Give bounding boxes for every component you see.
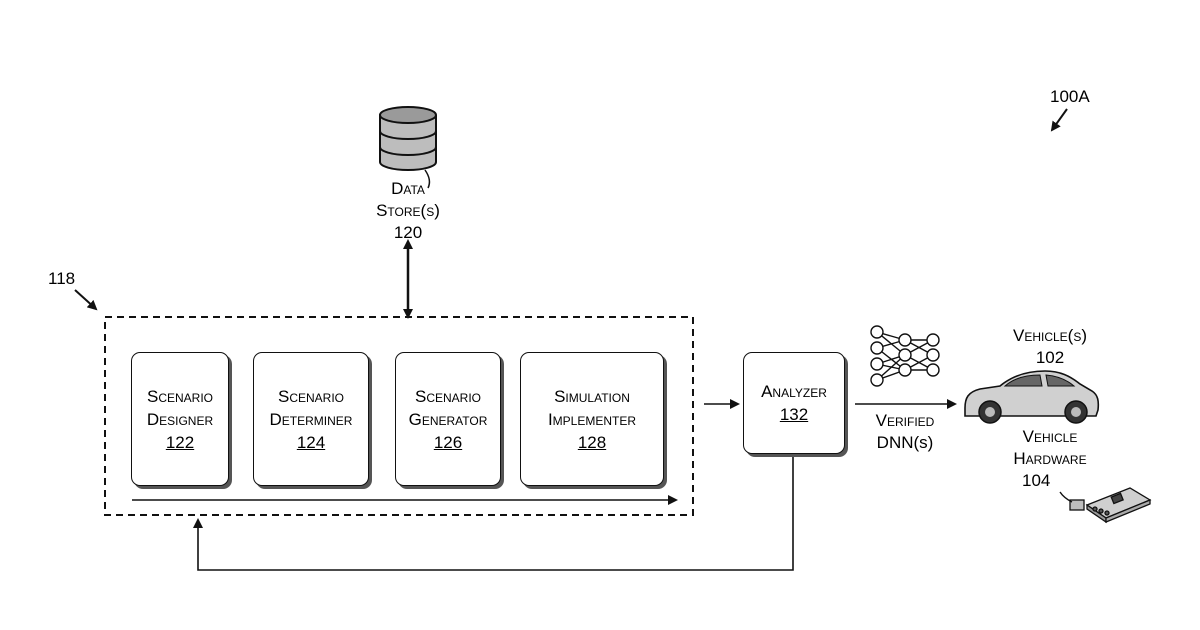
vehicle-hardware-line1: Vehicle [1000,426,1100,448]
scenario-determiner-block[interactable]: Scenario Determiner 124 [253,352,369,486]
block-ref: 128 [578,431,606,454]
data-store-label: Data Store(s) 120 [360,178,456,244]
simulation-implementer-block[interactable]: Simulation Implementer 128 [520,352,664,486]
verified-dnn-label: Verified DNN(s) [860,410,950,454]
verified-dnn-line1: Verified [860,410,950,432]
vehicle-hardware-line2: Hardware [1000,448,1100,470]
block-label-line1: Simulation [554,385,630,408]
data-store-ref: 120 [360,222,456,244]
block-ref: 124 [297,431,325,454]
car-icon [965,371,1098,423]
scenario-designer-block[interactable]: Scenario Designer 122 [131,352,229,486]
vehicle-label: Vehicle(s) 102 [1000,325,1100,369]
block-label-line2: Implementer [548,408,636,431]
figure-ref-arrow [1052,109,1067,130]
vehicle-hardware-label: Vehicle Hardware 104 [1000,426,1100,492]
data-store-label-line1: Data [360,178,456,200]
figure-ref: 100A [1050,86,1090,108]
neural-network-icon [871,326,939,386]
block-label-line2: Generator [409,408,488,431]
verified-dnn-line2: DNN(s) [860,432,950,454]
group-ref: 118 [48,268,75,290]
scenario-generator-block[interactable]: Scenario Generator 126 [395,352,501,486]
analyzer-ref: 132 [780,403,808,426]
analyzer-label: Analyzer [761,380,827,403]
block-label-line2: Determiner [270,408,353,431]
block-label-line2: Designer [147,408,213,431]
group-ref-arrow [75,290,96,309]
block-label-line1: Scenario [415,385,481,408]
block-label-line1: Scenario [278,385,344,408]
data-store-label-line2: Store(s) [360,200,456,222]
hardware-leader [1060,492,1072,502]
vehicle-label-text: Vehicle(s) [1000,325,1100,347]
vehicle-hardware-ref: 104 [1000,470,1100,492]
block-ref: 126 [434,431,462,454]
circuit-board-icon [1070,488,1150,522]
block-label-line1: Scenario [147,385,213,408]
block-ref: 122 [166,431,194,454]
database-icon [380,107,436,170]
analyzer-block[interactable]: Analyzer 132 [743,352,845,454]
vehicle-ref: 102 [1000,347,1100,369]
